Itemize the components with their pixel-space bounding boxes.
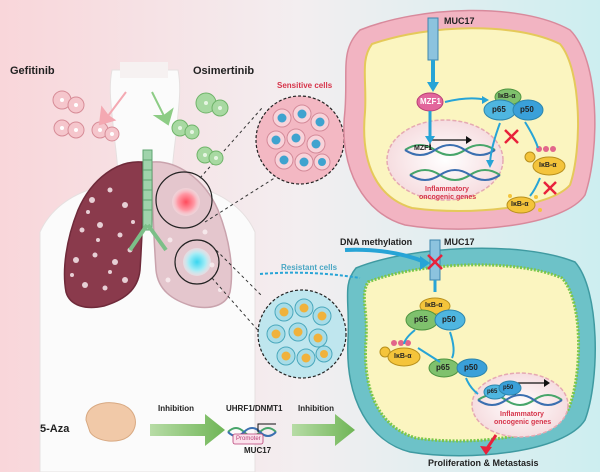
resistant-tumor-spot <box>183 248 211 276</box>
top-cell <box>343 9 596 230</box>
bottom-genes-line1: Inflammatory <box>500 411 544 418</box>
nuclear-p65-label: p65 <box>487 389 498 395</box>
gefitinib-label: Gefitinib <box>10 65 55 77</box>
top-genes-line2: oncogenic genes <box>419 194 477 201</box>
sensitive-magnifier <box>155 171 213 229</box>
bottom-muc17-label: MUC17 <box>444 237 475 247</box>
osimertinib-arrow <box>151 91 174 126</box>
top-genes-line1: Inflammatory <box>425 186 469 193</box>
outcome-label: Proliferation & Metastasis <box>428 458 539 468</box>
free-p65-label: p65 <box>436 363 450 372</box>
aza-pill <box>85 402 136 442</box>
methylation-arrow <box>344 247 426 264</box>
bottom-p-ikb-label: IκB-α <box>394 353 412 360</box>
resistant-cells-label: Resistant cells <box>281 263 338 272</box>
osimertinib-label: Osimertinib <box>193 65 255 77</box>
mzf1-promoter-label: MZF1 <box>414 145 433 152</box>
bottom-p50-label: p50 <box>442 315 456 324</box>
sensitive-cells-circle <box>255 95 345 185</box>
degraded-ikb-label: IκB-α <box>511 201 529 208</box>
dna-methylation-label: DNA methylation <box>340 237 413 247</box>
free-p50-label: p50 <box>464 363 478 372</box>
top-p50-label: p50 <box>520 105 534 114</box>
top-p-ikb-label: IκB-α <box>539 162 557 169</box>
inhibition-arrow-2 <box>292 414 355 446</box>
left-lung-dark <box>63 161 144 309</box>
sensitive-tumor-spot <box>172 188 200 216</box>
mzf1-label: MZF1 <box>420 97 441 106</box>
resistant-magnifier <box>174 239 220 285</box>
inhibition-label-1: Inhibition <box>158 404 194 413</box>
nuclear-p50-label: p50 <box>503 385 514 391</box>
inhibition-label-2: Inhibition <box>298 404 334 413</box>
bottom-genes-line2: oncogenic genes <box>494 419 552 426</box>
top-muc17-label: MUC17 <box>444 16 475 26</box>
bottom-cell <box>346 239 596 457</box>
inhibition-arrow-1 <box>150 414 225 446</box>
top-p65-label: p65 <box>492 105 506 114</box>
gefitinib-arrow <box>98 91 127 126</box>
gefitinib-cells <box>52 90 120 142</box>
top-ikb-label: IκB-α <box>498 93 516 100</box>
osimertinib-cells <box>171 92 229 166</box>
uhrf1-dnmt1-label: UHRF1/DNMT1 <box>226 404 283 413</box>
bottom-p65-label: p65 <box>414 315 428 324</box>
pathway-muc17-label: MUC17 <box>244 446 272 455</box>
promoter-label: Promoter <box>236 436 261 442</box>
promoter-gene <box>227 423 277 445</box>
trachea <box>128 149 168 252</box>
aza-label: 5-Aza <box>40 423 70 435</box>
sensitive-cells-label: Sensitive cells <box>277 81 333 90</box>
resistant-cells-circle <box>257 289 347 379</box>
bottom-ikb-label: IκB-α <box>425 302 443 309</box>
